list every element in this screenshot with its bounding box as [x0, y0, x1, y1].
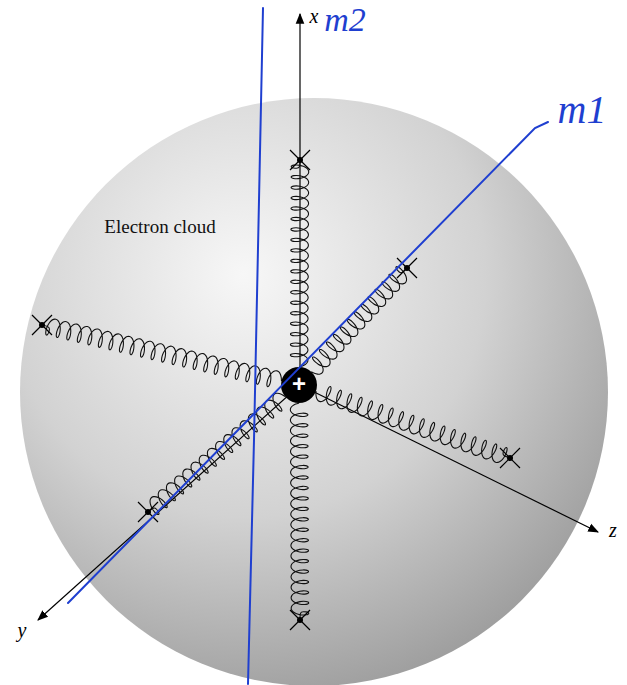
- spring: [42, 319, 281, 387]
- spring: [148, 393, 285, 514]
- region-label: Electron cloud: [104, 217, 215, 236]
- anchor-mark: [138, 502, 158, 522]
- spring: [290, 160, 308, 367]
- axis-label: x: [310, 6, 319, 26]
- handwritten-lines: [68, 8, 548, 684]
- m1-line: [68, 122, 548, 603]
- spring: [290, 403, 308, 620]
- z-axis: [300, 385, 598, 532]
- springs: [42, 160, 510, 620]
- handwritten-label: m1: [558, 90, 607, 130]
- y-axis: [38, 385, 300, 620]
- anchor-mark: [290, 150, 310, 170]
- electron-cloud: [20, 98, 608, 685]
- nucleus: [281, 367, 317, 403]
- spring: [316, 387, 510, 463]
- axes: [38, 14, 598, 620]
- anchor-mark: [397, 258, 417, 278]
- m2-line: [248, 8, 263, 684]
- axis-label: z: [609, 520, 617, 540]
- anchor-mark: [32, 315, 52, 335]
- anchor-mark: [500, 448, 520, 468]
- spring: [311, 267, 407, 375]
- handwritten-label: m2: [324, 3, 366, 37]
- anchor-mark: [290, 610, 310, 630]
- anchor-marks: [32, 150, 520, 630]
- axis-label: y: [18, 620, 27, 640]
- charge-sign: +: [292, 372, 306, 396]
